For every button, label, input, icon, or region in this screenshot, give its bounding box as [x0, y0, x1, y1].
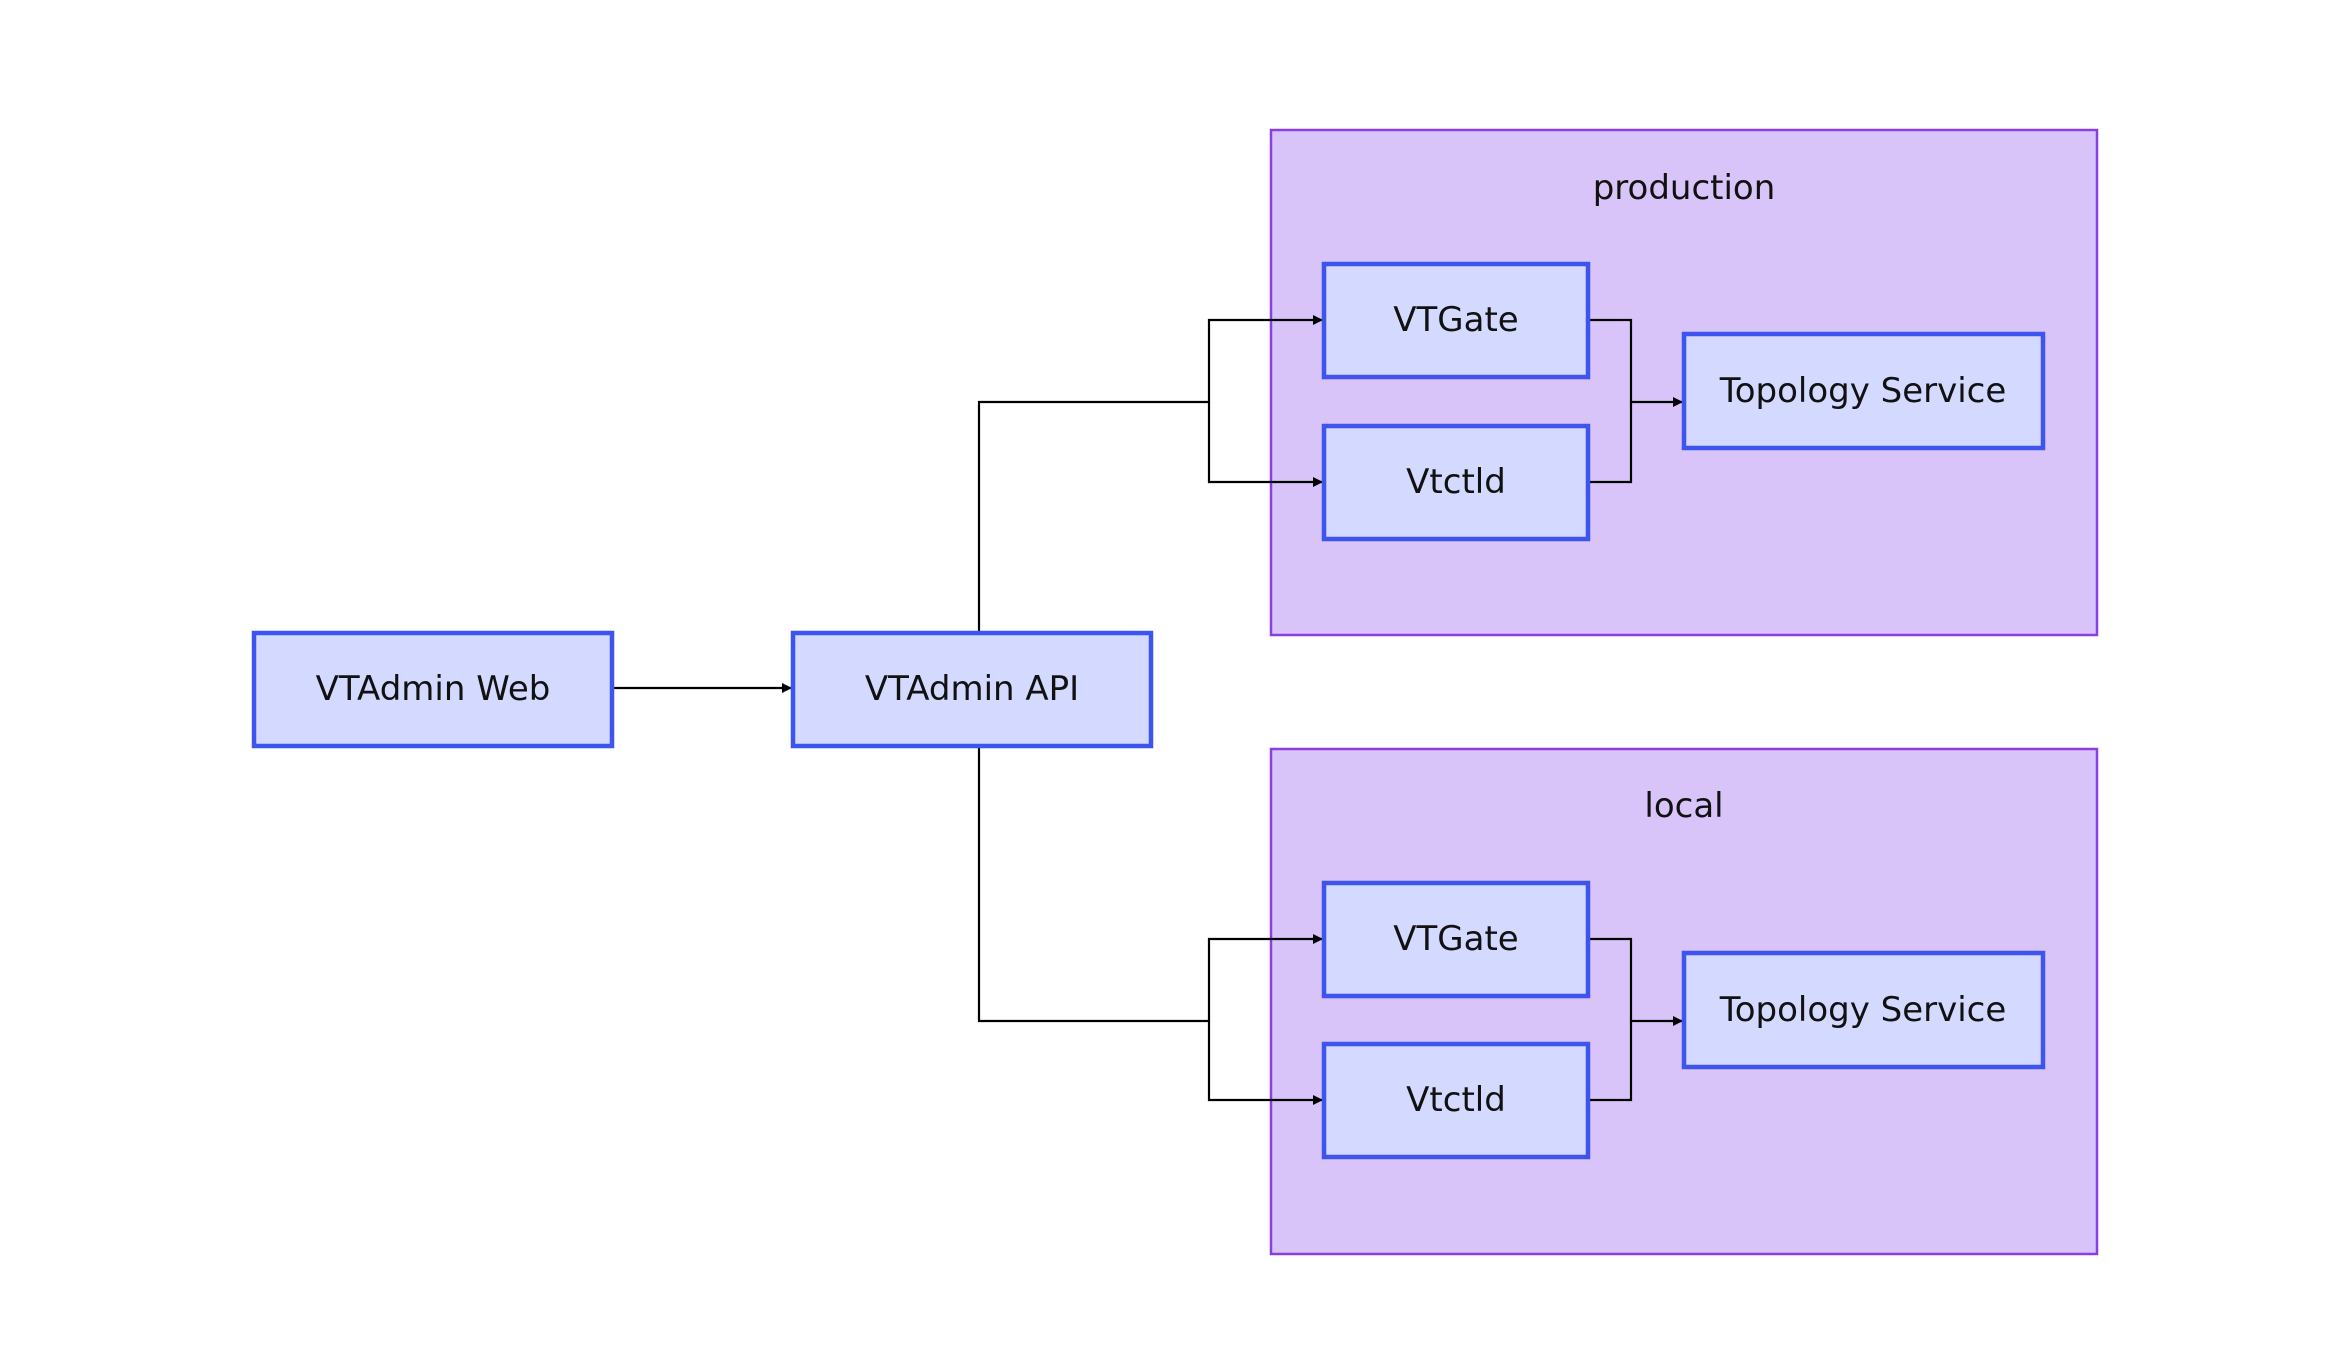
- node-vtadmin-web-box[interactable]: [251, 630, 615, 749]
- edge-local-vtgate-topo: [1580, 934, 1683, 1026]
- node-production-vtgate[interactable]: VTGate: [1321, 261, 1591, 380]
- edges: [612, 315, 1683, 1105]
- node-production-vtctld-box[interactable]: [1321, 423, 1591, 542]
- node-local-vtgate-label: VTGate: [1393, 919, 1518, 959]
- edge-api-to-prod-vtctld: [1207, 402, 1323, 487]
- node-production-vtgate-label: VTGate: [1393, 300, 1518, 340]
- node-vtadmin-web[interactable]: VTAdmin Web: [251, 630, 615, 749]
- node-production-vtctld-label: Vtctld: [1406, 462, 1506, 502]
- node-local-vtctld-label: Vtctld: [1406, 1080, 1506, 1120]
- node-vtadmin-web-label: VTAdmin Web: [316, 669, 551, 709]
- node-local-topology-service-box[interactable]: [1681, 950, 2046, 1070]
- node-production-topology-service[interactable]: Topology Service: [1681, 331, 2046, 451]
- node-vtadmin-api-box[interactable]: [790, 630, 1154, 749]
- edge-api-to-local-vtctld: [1207, 1021, 1323, 1105]
- node-production-topology-service-box[interactable]: [1681, 331, 2046, 451]
- node-local-topology-service[interactable]: Topology Service: [1681, 950, 2046, 1070]
- node-vtadmin-api-label: VTAdmin API: [865, 669, 1079, 709]
- node-local-vtgate-box[interactable]: [1321, 880, 1591, 999]
- node-local-vtctld[interactable]: Vtctld: [1321, 1041, 1591, 1160]
- cluster-production-title: production: [1593, 168, 1776, 208]
- node-local-vtgate[interactable]: VTGate: [1321, 880, 1591, 999]
- node-production-vtgate-box[interactable]: [1321, 261, 1591, 380]
- node-local-vtctld-box[interactable]: [1321, 1041, 1591, 1160]
- node-production-topology-service-label: Topology Service: [1719, 371, 2007, 411]
- edge-prod-vtctld-topo: [1580, 402, 1633, 487]
- edge-prod-vtgate-topo: [1580, 315, 1683, 407]
- cluster-local-title: local: [1644, 786, 1723, 826]
- node-production-vtctld[interactable]: Vtctld: [1321, 423, 1591, 542]
- edge-local-vtctld-topo: [1580, 1021, 1633, 1105]
- node-vtadmin-api[interactable]: VTAdmin API: [790, 630, 1154, 749]
- node-local-topology-service-label: Topology Service: [1719, 990, 2007, 1030]
